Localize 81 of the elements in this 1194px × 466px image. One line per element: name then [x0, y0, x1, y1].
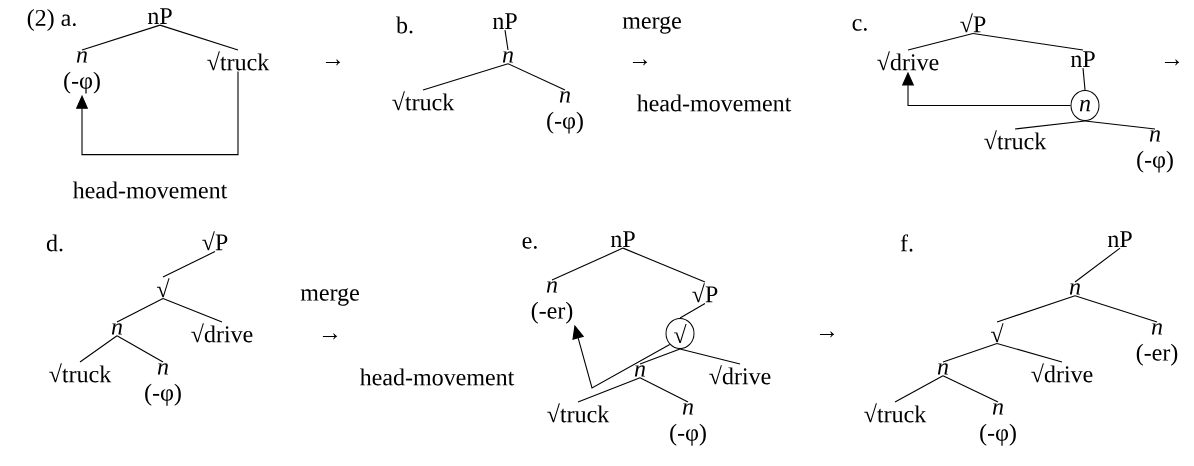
- tree-label: n (-φ): [547, 91, 583, 134]
- branch-line: [622, 247, 706, 283]
- tree-label: √: [991, 323, 1004, 343]
- text-label: c.: [852, 19, 867, 31]
- tree-label: √drive: [877, 51, 939, 71]
- tree-label: n: [111, 323, 122, 335]
- text-label: →: [1164, 59, 1180, 66]
- branch-line: [507, 63, 566, 91]
- branch-line: [422, 63, 509, 91]
- edge-label: head-movement: [635, 93, 793, 113]
- tree-label: √truck: [49, 363, 112, 383]
- tree-label: √: [157, 278, 170, 298]
- text-label: →: [819, 331, 835, 338]
- tree-label: √P: [202, 231, 228, 251]
- tree-label: nP: [1107, 231, 1132, 247]
- branch-line: [996, 343, 1063, 363]
- tree-label: nP: [1070, 51, 1095, 67]
- tree-label: n (-er): [1136, 323, 1178, 366]
- text-label: b.: [396, 16, 413, 34]
- tree-label: n (-φ): [670, 403, 706, 446]
- branch-line: [504, 29, 509, 51]
- text-label: e.: [522, 237, 537, 249]
- branch-line: [679, 303, 706, 319]
- branch-line: [996, 295, 1076, 323]
- tree-label: n (-er): [531, 281, 573, 324]
- branch-line: [942, 343, 998, 363]
- branch-line: [639, 377, 689, 403]
- branch-line: [577, 377, 641, 403]
- branch-line: [907, 33, 974, 51]
- branch-line: [1082, 67, 1086, 91]
- tree-label: √drive: [1031, 363, 1093, 383]
- tree-label: √truck: [984, 130, 1047, 150]
- branch-line: [639, 348, 681, 365]
- branch-line: [116, 335, 164, 363]
- text-label: merge: [622, 16, 681, 34]
- tree-label: n: [937, 363, 948, 375]
- text-label: →: [632, 59, 648, 66]
- branch-line: [679, 348, 741, 365]
- tree-label: n (-φ): [64, 51, 100, 94]
- branch-line: [972, 33, 1084, 51]
- branch-line: [894, 375, 944, 403]
- branch-line: [1014, 120, 1086, 130]
- tree-label: n (-φ): [980, 403, 1016, 446]
- tree-label: n (-φ): [145, 363, 181, 406]
- text-label: (2) a.: [27, 9, 76, 31]
- branch-line: [942, 375, 999, 403]
- text-label: d.: [46, 234, 63, 252]
- text-label: merge: [300, 288, 359, 306]
- branch-line: [1074, 247, 1121, 283]
- branch-line: [1084, 120, 1156, 130]
- branch-line: [162, 298, 223, 323]
- branch-line: [159, 24, 239, 51]
- branch-line: [79, 335, 118, 363]
- movement-arrow: [75, 71, 239, 156]
- text-label: →: [325, 59, 341, 66]
- branch-line: [81, 24, 161, 51]
- tree-label: n: [634, 365, 645, 377]
- tree-label: nP: [492, 13, 517, 29]
- branch-line: [116, 298, 164, 323]
- circled-label: n: [1070, 90, 1100, 121]
- branch-line: [551, 247, 624, 281]
- tree-label: √drive: [709, 365, 771, 385]
- branch-line: [162, 251, 216, 278]
- tree-label: √drive: [191, 323, 253, 343]
- tree-label: √truck: [547, 403, 610, 423]
- tree-label: √truck: [207, 51, 270, 71]
- tree-label: nP: [147, 8, 172, 24]
- tree-label: n (-φ): [1137, 130, 1173, 173]
- tree-label: √truck: [864, 403, 927, 423]
- text-label: →: [322, 333, 338, 340]
- tree-label: nP: [610, 231, 635, 247]
- text-label: f.: [900, 234, 913, 252]
- tree-label: √P: [692, 283, 718, 303]
- edge-label: head-movement: [358, 367, 516, 387]
- circled-label: √: [665, 318, 695, 349]
- tree-label: √truck: [392, 91, 455, 111]
- edge-label: head-movement: [71, 180, 229, 200]
- tree-label: √P: [960, 13, 986, 33]
- tree-label: n: [502, 51, 513, 63]
- tree-label: n: [1069, 283, 1080, 295]
- branch-line: [1074, 295, 1158, 323]
